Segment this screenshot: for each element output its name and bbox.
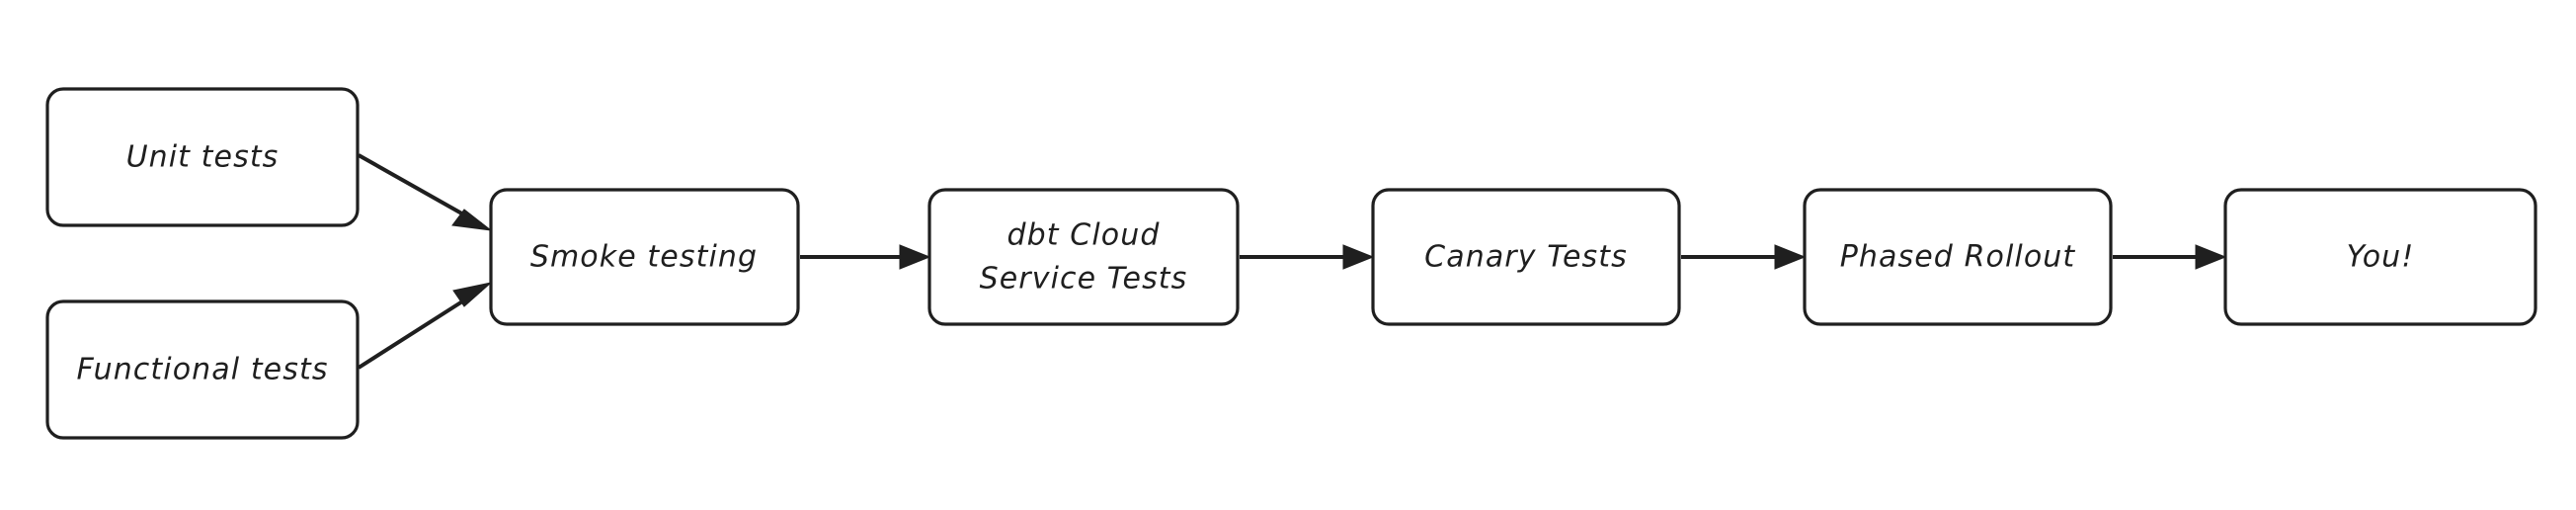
edge-canary-to-phased (1681, 244, 1807, 270)
edge-functional-to-smoke (357, 282, 493, 370)
node-unit-tests-box[interactable] (45, 87, 360, 227)
node-you-label: You! (2347, 240, 2415, 275)
edge-unit-to-smoke-line (358, 153, 482, 226)
edge-canary-to-phased-arrowhead (1774, 244, 1807, 270)
node-smoke-testing-label: Smoke testing (530, 240, 758, 275)
edge-phased-to-you (2113, 244, 2227, 270)
node-phased-rollout[interactable]: Phased Rollout (1803, 188, 2113, 326)
edge-phased-to-you-arrowhead (2195, 244, 2227, 270)
node-unit-tests[interactable]: Unit tests (45, 87, 360, 227)
node-canary-tests-label: Canary Tests (1424, 240, 1628, 275)
node-canary-tests-box[interactable] (1371, 188, 1681, 326)
node-dbt-cloud-service-tests-label-line2: Service Tests (980, 262, 1188, 297)
node-phased-rollout-box[interactable] (1803, 188, 2113, 326)
node-dbt-cloud-service-tests[interactable]: dbt Cloud Service Tests (927, 188, 1240, 326)
edge-dbt-to-canary (1240, 244, 1375, 270)
node-canary-tests[interactable]: Canary Tests (1371, 188, 1681, 326)
node-dbt-cloud-service-tests-box[interactable] (927, 188, 1240, 326)
node-you-box[interactable] (2223, 188, 2537, 326)
node-functional-tests-label: Functional tests (76, 353, 328, 387)
node-unit-tests-label: Unit tests (126, 140, 280, 175)
node-dbt-cloud-service-tests-label-line1: dbt Cloud (1007, 218, 1161, 253)
edge-functional-to-smoke-line (357, 288, 483, 370)
node-functional-tests[interactable]: Functional tests (45, 299, 360, 440)
edge-functional-to-smoke-arrowhead (452, 282, 493, 307)
edge-dbt-to-canary-arrowhead (1342, 244, 1375, 270)
edge-smoke-to-dbt (800, 244, 931, 270)
edge-unit-to-smoke-arrowhead (451, 209, 493, 231)
node-functional-tests-box[interactable] (45, 299, 360, 440)
edge-unit-to-smoke (358, 153, 493, 231)
edge-smoke-to-dbt-arrowhead (899, 244, 931, 270)
node-smoke-testing[interactable]: Smoke testing (489, 188, 800, 326)
node-smoke-testing-box[interactable] (489, 188, 800, 326)
node-phased-rollout-label: Phased Rollout (1840, 240, 2076, 275)
node-you[interactable]: You! (2223, 188, 2537, 326)
